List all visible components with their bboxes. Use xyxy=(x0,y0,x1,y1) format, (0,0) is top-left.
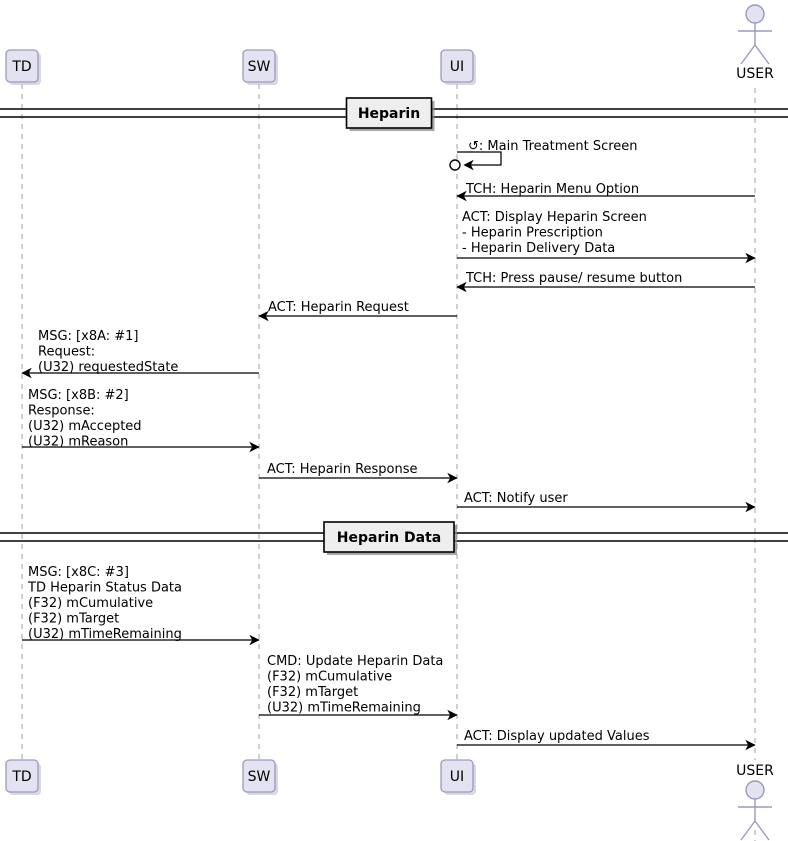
message-label-line: (F32) mCumulative xyxy=(267,670,392,685)
message-m9[interactable]: ACT: Notify user xyxy=(457,491,756,513)
actor-left-leg-icon xyxy=(740,44,756,65)
arrow-head-icon xyxy=(745,501,756,513)
actor-right-leg-icon xyxy=(754,820,770,841)
divider-label: Heparin xyxy=(358,106,420,122)
message-label-line: - Heparin Prescription xyxy=(462,226,603,241)
participant-user[interactable]: USER xyxy=(736,4,774,82)
message-label-line: ACT: Display updated Values xyxy=(464,729,650,744)
message-m2[interactable]: TCH: Heparin Menu Option xyxy=(456,182,755,202)
message-m11[interactable]: CMD: Update Heparin Data(F32) mCumulativ… xyxy=(259,654,458,721)
message-label-line: Response: xyxy=(28,404,95,419)
divider-2: Heparin Data xyxy=(0,521,788,555)
divider-1: Heparin xyxy=(0,97,788,131)
message-label-line: ACT: Display Heparin Screen xyxy=(462,210,647,225)
participant-label: USER xyxy=(736,763,774,779)
message-label-line: ACT: Heparin Response xyxy=(267,462,418,477)
actor-head-icon xyxy=(745,780,765,800)
participant-ui[interactable]: UI xyxy=(440,49,476,85)
participant-ui[interactable]: UI xyxy=(440,759,476,795)
self-message-path xyxy=(457,151,502,166)
message-m4[interactable]: TCH: Press pause/ resume button xyxy=(456,271,755,293)
message-label-line: - Heparin Delivery Data xyxy=(462,241,615,256)
arrow-head-icon xyxy=(463,159,474,171)
message-label-line: (F32) mTarget xyxy=(28,612,119,627)
message-label-line: MSG: [x8A: #1] xyxy=(38,329,139,344)
message-label-line: (U32) mTimeRemaining xyxy=(267,701,421,716)
actor-right-leg-icon xyxy=(754,44,770,65)
arrow-head-icon xyxy=(456,190,467,202)
message-label-line: ACT: Notify user xyxy=(464,491,568,506)
message-label-line: TCH: Heparin Menu Option xyxy=(465,182,639,197)
arrow-head-icon xyxy=(447,472,458,484)
divider-box xyxy=(345,97,433,129)
message-label-line: TCH: Press pause/ resume button xyxy=(465,271,682,286)
divider-box xyxy=(323,521,455,553)
participant-label: UI xyxy=(450,59,464,75)
message-label-line: MSG: [x8B: #2] xyxy=(28,388,129,403)
message-label-line: (U32) requestedState xyxy=(38,360,178,375)
message-label-line: MSG: [x8C: #3] xyxy=(28,565,129,580)
participant-box[interactable] xyxy=(440,759,474,793)
self-message-endpoint-icon xyxy=(449,159,461,171)
message-label-line: Request: xyxy=(38,345,95,360)
participant-td[interactable]: TD xyxy=(5,49,41,85)
message-label-line: CMD: Update Heparin Data xyxy=(267,654,443,669)
divider-label: Heparin Data xyxy=(337,530,441,546)
arrow-head-icon xyxy=(745,252,756,264)
participant-label: TD xyxy=(11,769,31,785)
arrow-head-icon xyxy=(249,634,260,646)
participant-sw[interactable]: SW xyxy=(242,759,278,795)
message-label-line: (U32) mAccepted xyxy=(28,419,142,434)
message-m1[interactable]: ↺: Main Treatment Screen xyxy=(449,139,638,171)
participant-sw[interactable]: SW xyxy=(242,49,278,85)
message-m6[interactable]: MSG: [x8A: #1] Request: (U32) requestedS… xyxy=(21,329,259,379)
message-m3[interactable]: ACT: Display Heparin Screen - Heparin Pr… xyxy=(457,210,756,264)
message-label-line: ACT: Heparin Request xyxy=(268,300,409,315)
participant-label: SW xyxy=(248,769,271,785)
participant-box[interactable] xyxy=(5,759,39,793)
message-label-line: TD Heparin Status Data xyxy=(27,581,182,596)
participant-box[interactable] xyxy=(242,49,276,83)
participant-box[interactable] xyxy=(242,759,276,793)
arrow-head-icon xyxy=(21,367,32,379)
message-m8[interactable]: ACT: Heparin Response xyxy=(259,462,458,484)
participant-label: TD xyxy=(11,59,31,75)
arrow-head-icon xyxy=(258,310,269,322)
participant-user[interactable]: USER xyxy=(736,763,774,841)
arrow-head-icon xyxy=(249,441,260,453)
actor-left-leg-icon xyxy=(740,820,756,841)
message-m7[interactable]: MSG: [x8B: #2] Response: (U32) mAccepted… xyxy=(22,388,260,453)
participant-label: USER xyxy=(736,66,774,82)
arrow-head-icon xyxy=(745,739,756,751)
participant-td[interactable]: TD xyxy=(5,759,41,795)
participant-box[interactable] xyxy=(5,49,39,83)
message-m5[interactable]: ACT: Heparin Request xyxy=(258,300,457,322)
message-label-line: (F32) mTarget xyxy=(267,685,358,700)
arrow-head-icon xyxy=(456,281,467,293)
lifelines-layer xyxy=(21,84,756,841)
arrow-head-icon xyxy=(447,709,458,721)
message-label-line: ↺: Main Treatment Screen xyxy=(468,139,638,154)
message-label-line: (U32) mTimeRemaining xyxy=(28,627,182,642)
message-m10[interactable]: MSG: [x8C: #3]TD Heparin Status Data(F32… xyxy=(22,565,260,646)
message-label-line: (F32) mCumulative xyxy=(28,596,153,611)
actor-head-icon xyxy=(745,4,765,24)
participant-label: UI xyxy=(450,769,464,785)
participants-layer: TD TD SW SW UI UI USER USER xyxy=(5,4,774,841)
participant-box[interactable] xyxy=(440,49,474,83)
participant-label: SW xyxy=(248,59,271,75)
message-label-line: (U32) mReason xyxy=(28,435,128,450)
message-m12[interactable]: ACT: Display updated Values xyxy=(457,729,756,751)
